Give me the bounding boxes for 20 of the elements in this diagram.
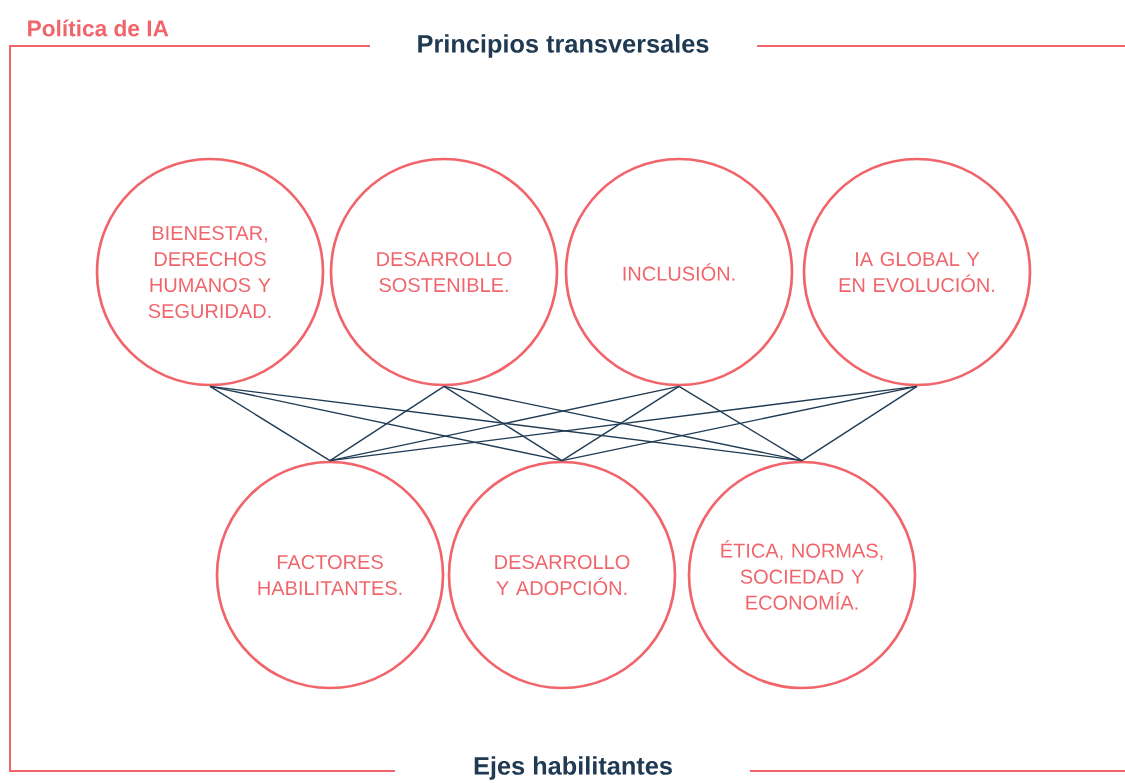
connector-line	[329, 385, 680, 462]
page-title: Política de IA	[28, 19, 169, 37]
circle-node: DESARROLLO Y ADOPCIÓN.	[447, 460, 677, 690]
connector-line	[209, 385, 563, 462]
circle-node: BIENESTAR, DERECHOS HUMANOS Y SEGURIDAD.	[95, 157, 325, 387]
section-heading: Principios transversales	[418, 34, 709, 58]
connector-line	[209, 385, 331, 462]
connector-line	[678, 385, 803, 462]
circle-node: ÉTICA, NORMAS, SOCIEDAD Y ECONOMÍA.	[687, 460, 917, 690]
connector-line	[329, 385, 445, 462]
connector-line	[443, 385, 803, 462]
connector-line	[561, 385, 918, 462]
connector-line	[443, 385, 563, 462]
circle-node: DESARROLLO SOSTENIBLE.	[329, 157, 559, 387]
connector-line	[561, 385, 680, 462]
circle-node: FACTORES HABILITANTES.	[215, 460, 445, 690]
section-heading: Ejes habilitantes	[474, 756, 672, 780]
circle-node: IA GLOBAL Y EN EVOLUCIÓN.	[802, 157, 1032, 387]
circle-node: INCLUSIÓN.	[564, 157, 794, 387]
connector-line	[801, 385, 918, 462]
